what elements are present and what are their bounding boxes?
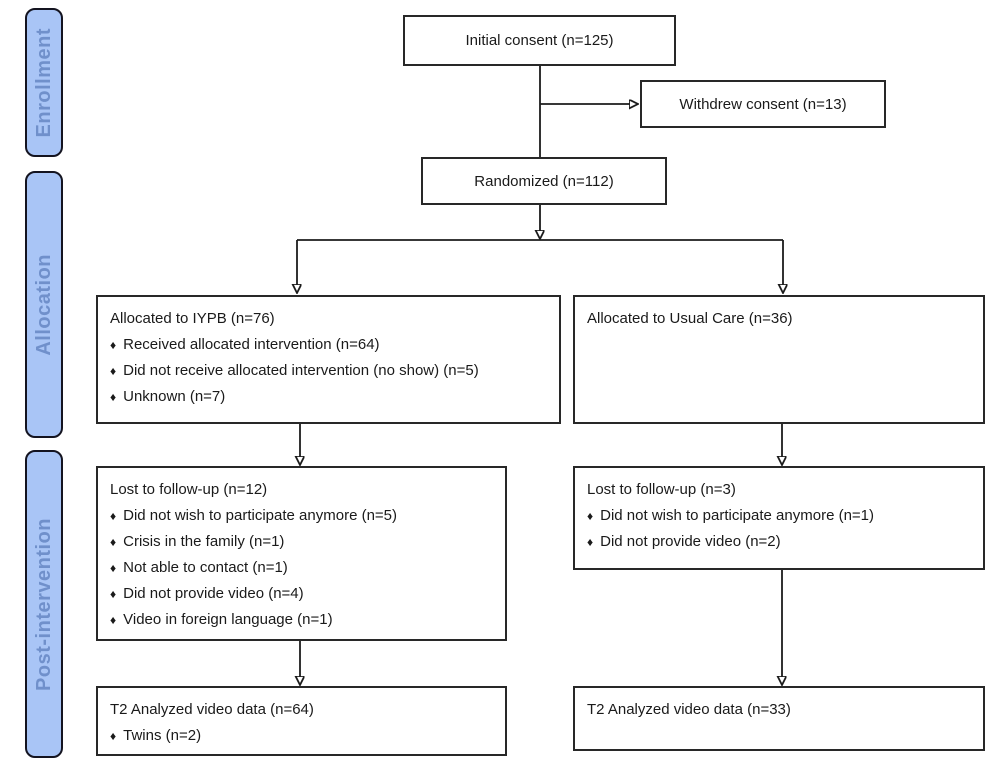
list-item: ♦ Twins (n=2)	[110, 723, 493, 749]
list-item: ♦ Unknown (n=7)	[110, 384, 547, 410]
list-item: ♦ Did not wish to participate anymore (n…	[587, 503, 971, 529]
randomized-title: Randomized (n=112)	[474, 172, 614, 190]
list-item-text: Not able to contact (n=1)	[123, 559, 288, 576]
diamond-bullet-icon: ♦	[110, 561, 117, 575]
lost-followup-iypb-title: Lost to follow-up (n=12)	[110, 481, 268, 498]
analyzed-usual-care-title: T2 Analyzed video data (n=33)	[587, 701, 791, 718]
list-item-text: Crisis in the family (n=1)	[123, 533, 285, 550]
list-item: ♦ Did not provide video (n=2)	[587, 529, 971, 555]
analyzed-usual-care-box: T2 Analyzed video data (n=33)	[573, 686, 985, 751]
initial-consent-box: Initial consent (n=125)	[403, 15, 676, 66]
list-item: ♦ Not able to contact (n=1)	[110, 555, 493, 581]
diamond-bullet-icon: ♦	[110, 338, 117, 352]
diamond-bullet-icon: ♦	[110, 390, 117, 404]
list-item-text: Received allocated intervention (n=64)	[123, 336, 380, 353]
stage-post-intervention: Post-intervention	[25, 450, 63, 758]
allocated-usual-care-title: Allocated to Usual Care (n=36)	[587, 310, 793, 327]
list-item-text: Did not receive allocated intervention (…	[123, 362, 479, 379]
withdrew-consent-title: Withdrew consent (n=13)	[679, 95, 847, 113]
list-item-text: Did not provide video (n=4)	[123, 585, 304, 602]
stage-post-intervention-label: Post-intervention	[32, 517, 55, 691]
initial-consent-title: Initial consent (n=125)	[465, 32, 614, 49]
analyzed-iypb-box: T2 Analyzed video data (n=64) ♦ Twins (n…	[96, 686, 507, 756]
diamond-bullet-icon: ♦	[587, 509, 594, 523]
lost-followup-iypb-box: Lost to follow-up (n=12) ♦ Did not wish …	[96, 466, 507, 641]
randomized-box: Randomized (n=112)	[421, 157, 667, 205]
list-item: ♦ Received allocated intervention (n=64)	[110, 332, 547, 358]
list-item-text: Did not wish to participate anymore (n=5…	[123, 507, 398, 524]
diamond-bullet-icon: ♦	[110, 535, 117, 549]
analyzed-iypb-title: T2 Analyzed video data (n=64)	[110, 701, 314, 718]
diamond-bullet-icon: ♦	[587, 535, 594, 549]
lost-followup-usual-care-box: Lost to follow-up (n=3) ♦ Did not wish t…	[573, 466, 985, 570]
allocated-usual-care-box: Allocated to Usual Care (n=36)	[573, 295, 985, 424]
list-item: ♦ Video in foreign language (n=1)	[110, 607, 493, 633]
stage-allocation: Allocation	[25, 171, 63, 438]
stage-enrollment-label: Enrollment	[32, 27, 55, 138]
stage-enrollment: Enrollment	[25, 8, 63, 157]
stage-allocation-label: Allocation	[32, 253, 55, 356]
list-item-text: Did not provide video (n=2)	[600, 533, 781, 550]
diamond-bullet-icon: ♦	[110, 587, 117, 601]
list-item: ♦ Crisis in the family (n=1)	[110, 529, 493, 555]
list-item: ♦ Did not receive allocated intervention…	[110, 358, 547, 384]
lost-followup-usual-care-title: Lost to follow-up (n=3)	[587, 481, 736, 498]
diamond-bullet-icon: ♦	[110, 729, 117, 743]
diamond-bullet-icon: ♦	[110, 509, 117, 523]
allocated-iypb-title: Allocated to IYPB (n=76)	[110, 310, 275, 327]
list-item-text: Twins (n=2)	[123, 727, 202, 744]
allocated-iypb-box: Allocated to IYPB (n=76) ♦ Received allo…	[96, 295, 561, 424]
diamond-bullet-icon: ♦	[110, 613, 117, 627]
diamond-bullet-icon: ♦	[110, 364, 117, 378]
list-item: ♦ Did not provide video (n=4)	[110, 581, 493, 607]
list-item-text: Did not wish to participate anymore (n=1…	[600, 507, 875, 524]
list-item-text: Video in foreign language (n=1)	[123, 611, 333, 628]
withdrew-consent-box: Withdrew consent (n=13)	[640, 80, 886, 128]
list-item: ♦ Did not wish to participate anymore (n…	[110, 503, 493, 529]
list-item-text: Unknown (n=7)	[123, 388, 226, 405]
